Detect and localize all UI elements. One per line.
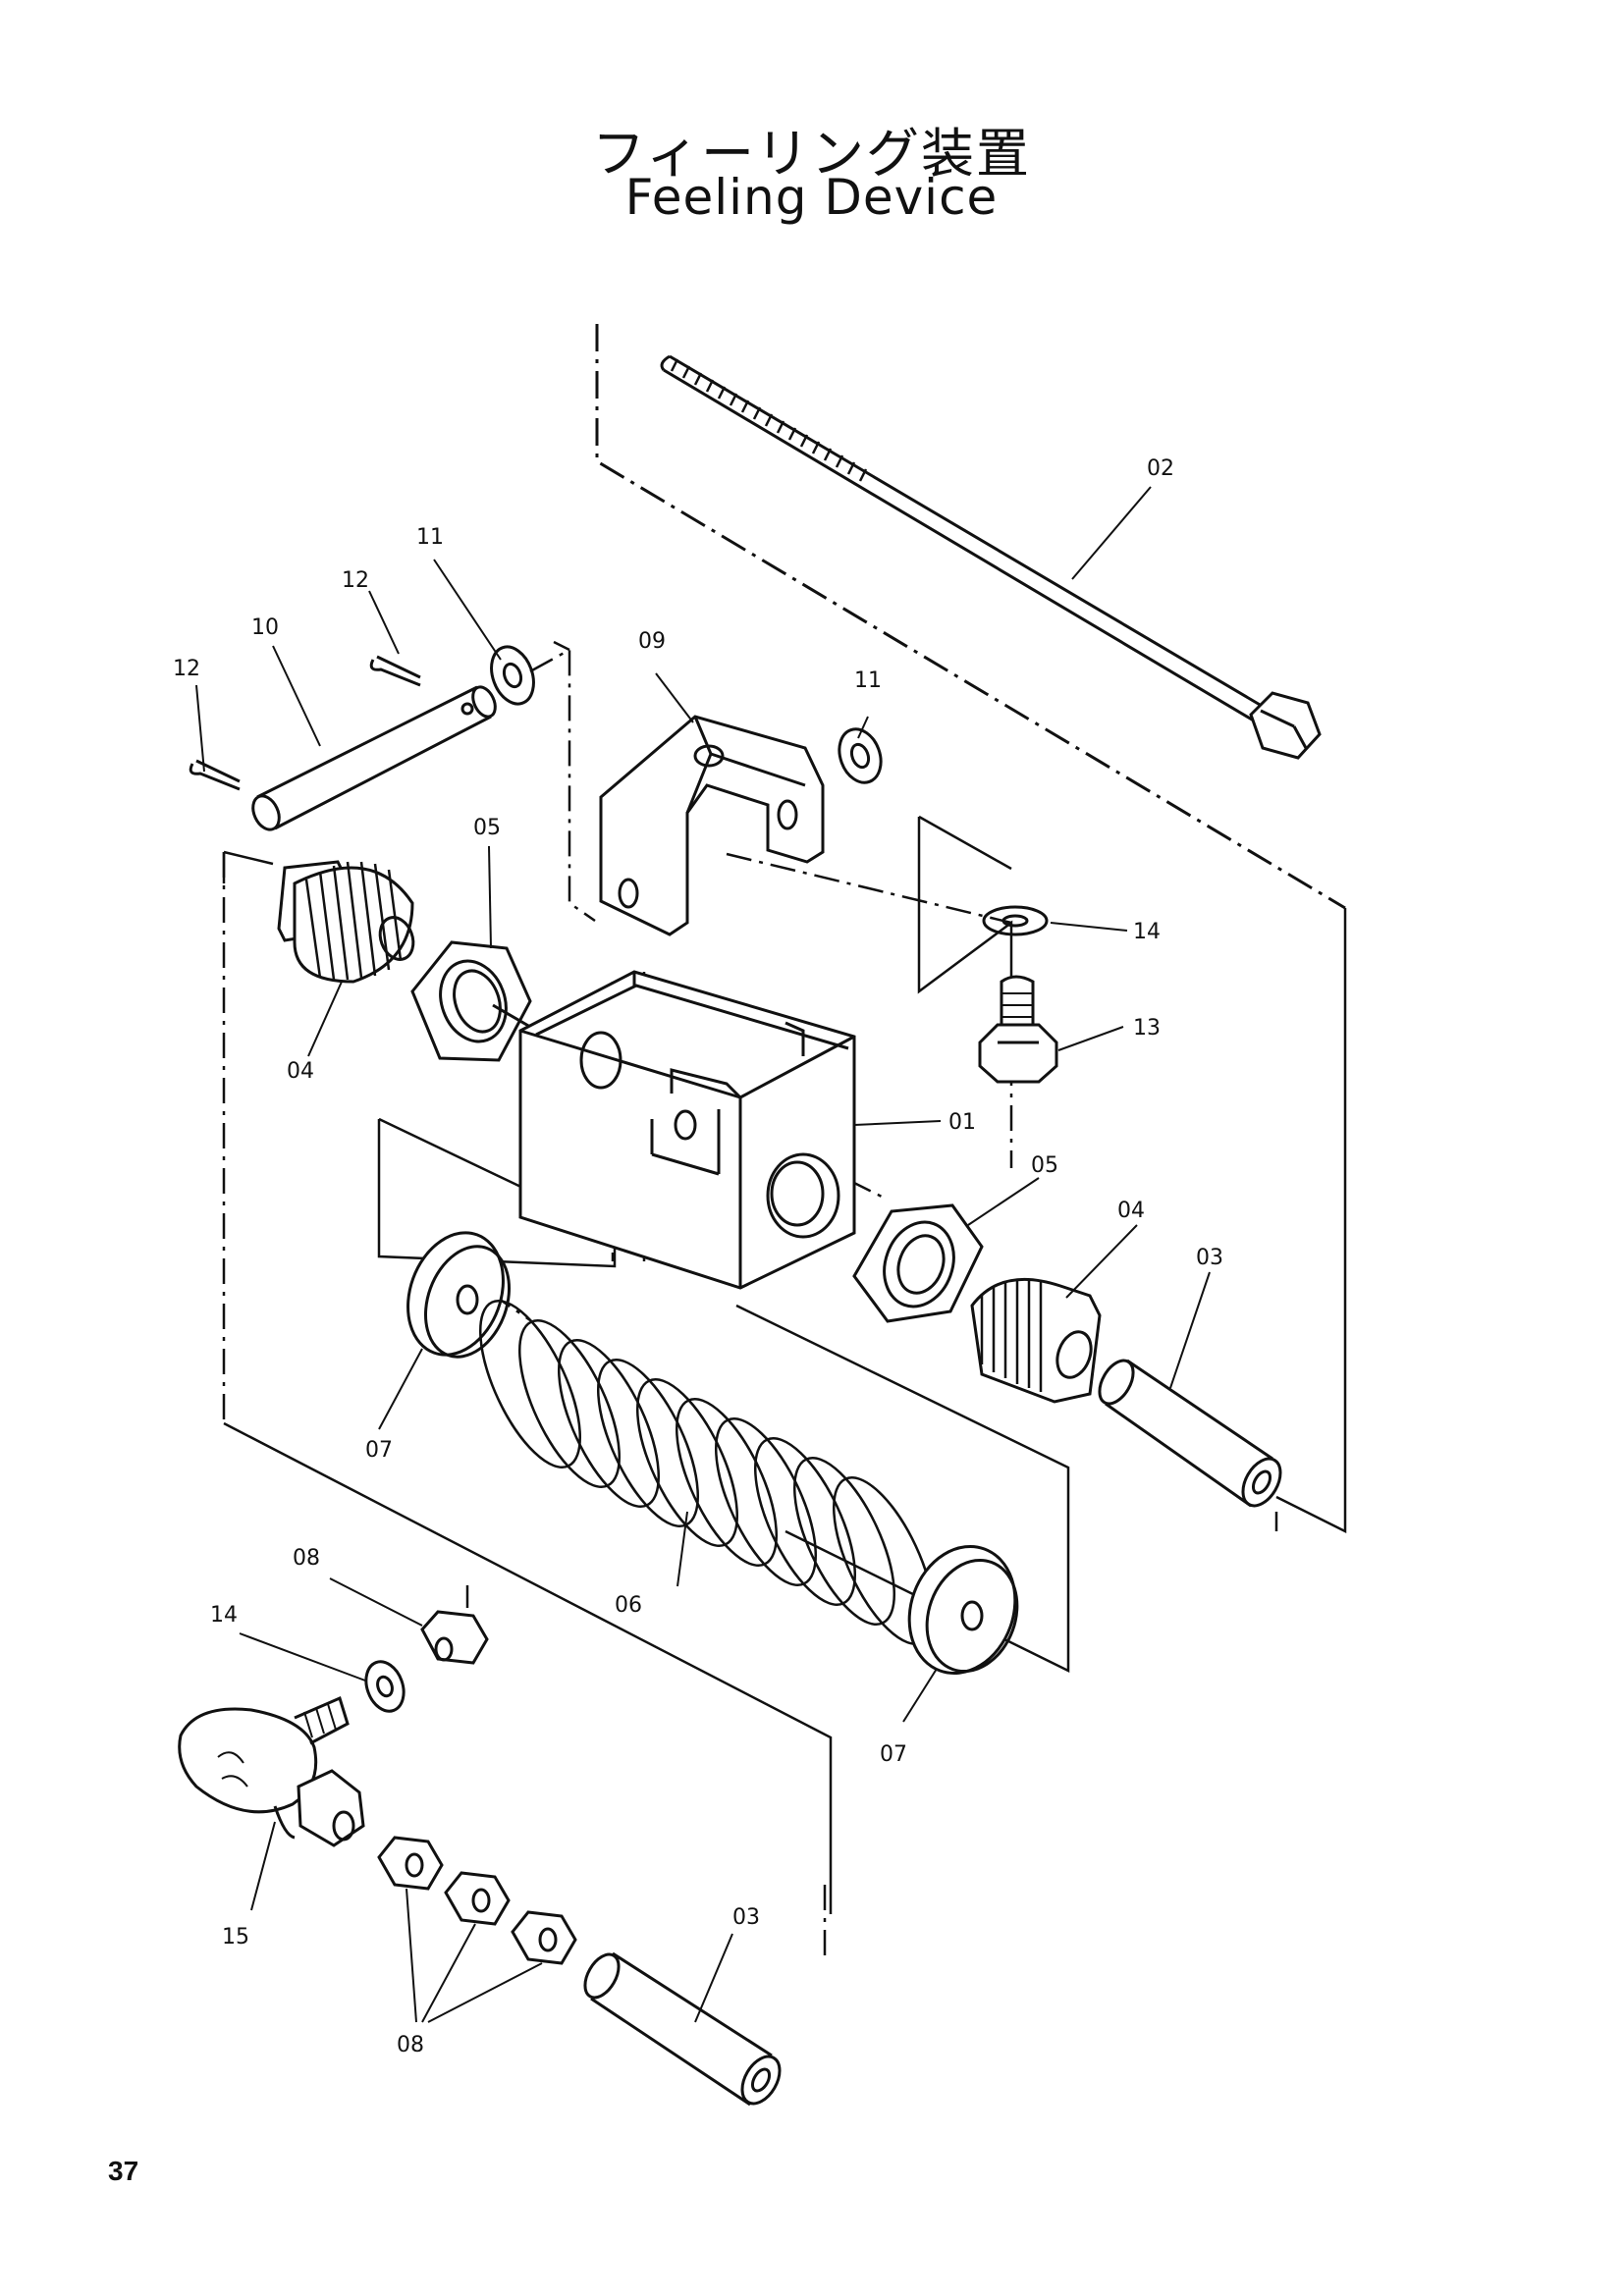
part-14-washer-right — [982, 905, 1049, 936]
callout-14-lower: 14 — [210, 1603, 238, 1628]
part-05-hexnut-right — [852, 1203, 984, 1323]
callout-13: 13 — [1133, 1016, 1161, 1041]
callout-04-left: 04 — [287, 1059, 314, 1084]
part-02-long-bolt — [595, 324, 1346, 910]
callout-14-right: 14 — [1133, 920, 1161, 944]
callout-leaders — [195, 486, 1211, 2023]
callout-04-right: 04 — [1117, 1199, 1145, 1223]
callout-11-right: 11 — [854, 668, 882, 693]
part-03-sleeve-lower — [583, 1951, 782, 2107]
callout-07-right: 07 — [880, 1742, 907, 1767]
callout-15: 15 — [222, 1925, 249, 1949]
callout-03-right: 03 — [1196, 1246, 1223, 1270]
callout-06: 06 — [615, 1593, 642, 1618]
callout-12-top: 12 — [342, 568, 369, 593]
part-05-hexnut-left — [410, 940, 532, 1062]
callout-02: 02 — [1147, 456, 1174, 481]
callout-09: 09 — [638, 629, 666, 654]
part-04-adjuster-left — [277, 860, 415, 984]
part-15-rod-end — [178, 1695, 365, 1847]
callout-11-left: 11 — [416, 525, 444, 550]
diagram-title-english: Feeling Device — [624, 169, 999, 226]
callout-12-left: 12 — [173, 657, 200, 681]
callout-07-left: 07 — [365, 1438, 393, 1463]
part-01-housing — [518, 970, 856, 1290]
part-13-small-bolt — [978, 975, 1058, 1084]
callout-10: 10 — [251, 615, 279, 640]
part-08-nut-upper — [420, 1610, 489, 1665]
part-07-spring-seat-left — [406, 1231, 512, 1359]
assembly-axis-lines — [222, 647, 1278, 1963]
callout-03-lower: 03 — [732, 1905, 760, 1930]
callout-05-top: 05 — [473, 816, 501, 840]
part-07-spring-seat-right — [907, 1544, 1019, 1676]
part-10-pin — [251, 685, 497, 831]
part-04-adjuster-right — [970, 1277, 1102, 1404]
part-06-coil-spring — [478, 1299, 936, 1646]
callout-05-right: 05 — [1031, 1153, 1058, 1178]
part-14-washer-lower — [364, 1660, 406, 1713]
page-number: 37 — [108, 2156, 139, 2186]
part-12-cotter-pins — [189, 655, 421, 791]
diagram-title-japanese: フィーリング装置 — [592, 123, 1031, 185]
callout-08-lower: 08 — [397, 2033, 424, 2057]
callout-01: 01 — [948, 1110, 976, 1135]
part-09-bracket — [599, 715, 825, 936]
callout-08-upper: 08 — [293, 1546, 320, 1571]
part-11-washers — [490, 645, 883, 784]
part-08-nuts-lower — [377, 1836, 577, 1965]
part-03-sleeve-right — [1098, 1359, 1282, 1508]
